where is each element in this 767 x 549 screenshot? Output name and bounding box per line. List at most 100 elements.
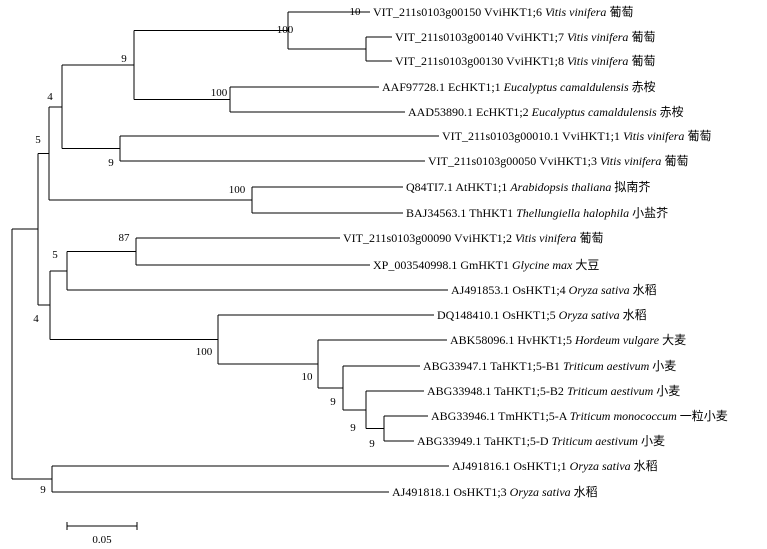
taxon-species: Eucalyptus camaldulensis: [503, 80, 629, 94]
bootstrap-b9: 87: [119, 232, 131, 244]
taxon-label-t5: AAD53890.1 EcHKT1;2 Eucalyptus camaldule…: [408, 104, 684, 119]
taxon-species: Triticum aestivum: [563, 359, 650, 373]
taxon-species: Vitis vinifera: [623, 129, 684, 143]
bootstrap-b5: 100: [211, 87, 228, 99]
taxon-accession: VIT_211s0103g00130 VviHKT1;8: [395, 54, 567, 68]
taxon-species: Thellungiella halophila: [516, 206, 629, 220]
bootstrap-b14: 9: [330, 396, 336, 408]
taxon-species: Oryza sativa: [510, 485, 571, 499]
taxon-label-t9: BAJ34563.1 ThHKT1 Thellungiella halophil…: [406, 206, 668, 220]
taxon-common-name: 一粒小麦: [677, 408, 728, 423]
taxon-common-name: 大豆: [572, 258, 599, 272]
taxon-accession: ABK58096.1 HvHKT1;5: [450, 333, 575, 347]
taxon-common-name: 葡萄: [576, 231, 603, 245]
taxon-accession: VIT_211s0103g00010.1 VviHKT1;1: [442, 129, 623, 143]
taxon-species: Triticum aestivum: [567, 384, 654, 398]
taxon-common-name: 葡萄: [606, 5, 633, 19]
bootstrap-b8: 100: [229, 184, 246, 196]
taxon-common-name: 水稻: [630, 283, 657, 297]
scale-bar: 0.05: [66, 522, 138, 546]
taxon-accession: ABG33946.1 TmHKT1;5-A: [431, 409, 570, 423]
taxon-species: Vitis vinifera: [545, 5, 606, 19]
taxon-accession: AAF97728.1 EcHKT1;1: [382, 80, 504, 94]
taxon-accession: VIT_211s0103g00090 VviHKT1;2: [343, 231, 515, 245]
bootstrap-b7: 5: [35, 134, 41, 146]
taxon-label-t13: DQ148410.1 OsHKT1;5 Oryza sativa 水稻: [437, 308, 647, 322]
taxon-species: Eucalyptus camaldulensis: [531, 105, 657, 119]
taxon-accession: VIT_211s0103g00150 VviHKT1;6: [373, 5, 545, 19]
taxon-species: Triticum monococcum: [570, 409, 677, 423]
taxon-label-t19: AJ491816.1 OsHKT1;1 Oryza sativa 水稻: [452, 459, 658, 473]
bootstrap-b11: 4: [33, 313, 39, 325]
taxon-species: Triticum aestivum: [552, 434, 639, 448]
taxon-label-t8: Q84TI7.1 AtHKT1;1 Arabidopsis thaliana 拟…: [406, 179, 650, 194]
taxon-common-name: 拟南芥: [611, 179, 650, 194]
taxon-label-t2: VIT_211s0103g00140 VviHKT1;7 Vitis vinif…: [395, 30, 655, 44]
taxon-label-t12: AJ491853.1 OsHKT1;4 Oryza sativa 水稻: [451, 283, 657, 297]
taxon-species: Arabidopsis thaliana: [509, 180, 611, 194]
taxon-common-name: 葡萄: [661, 154, 688, 168]
bootstrap-b6: 9: [108, 157, 114, 169]
taxon-label-t7: VIT_211s0103g00050 VviHKT1;3 Vitis vinif…: [428, 154, 688, 168]
taxon-accession: AJ491816.1 OsHKT1;1: [452, 459, 570, 473]
taxon-label-t18: ABG33949.1 TaHKT1;5-D Triticum aestivum …: [417, 434, 665, 448]
bootstrap-b2: 100: [277, 24, 294, 36]
taxon-species: Oryza sativa: [569, 283, 630, 297]
bootstrap-b3: 9: [121, 53, 127, 65]
taxon-species: Vitis vinifera: [567, 54, 628, 68]
taxon-label-t11: XP_003540998.1 GmHKT1 Glycine max 大豆: [373, 258, 599, 272]
taxon-common-name: 赤桉: [657, 104, 684, 119]
taxon-common-name: 小麦: [653, 384, 680, 398]
taxon-label-t16: ABG33948.1 TaHKT1;5-B2 Triticum aestivum…: [427, 384, 680, 398]
taxon-common-name: 葡萄: [628, 30, 655, 44]
taxon-accession: ABG33947.1 TaHKT1;5-B1: [423, 359, 563, 373]
bootstrap-b15: 9: [350, 422, 356, 434]
bootstrap-b10: 5: [52, 249, 58, 261]
taxon-species: Vitis vinifera: [567, 30, 628, 44]
taxon-accession: AAD53890.1 EcHKT1;2: [408, 105, 532, 119]
taxon-label-t1: VIT_211s0103g00150 VviHKT1;6 Vitis vinif…: [373, 5, 633, 19]
bootstrap-b16: 9: [369, 438, 375, 450]
taxon-species: Oryza sativa: [570, 459, 631, 473]
taxon-species: Vitis vinifera: [515, 231, 576, 245]
taxon-common-name: 葡萄: [684, 129, 711, 143]
taxon-accession: VIT_211s0103g00050 VviHKT1;3: [428, 154, 600, 168]
taxon-common-name: 葡萄: [628, 54, 655, 68]
bootstrap-b4: 4: [47, 91, 53, 103]
taxon-species: Glycine max: [512, 258, 573, 272]
taxon-species: Hordeum vulgare: [574, 333, 660, 347]
taxon-accession: XP_003540998.1 GmHKT1: [373, 258, 512, 272]
taxon-accession: DQ148410.1 OsHKT1;5: [437, 308, 559, 322]
bootstrap-b13: 10: [302, 371, 314, 383]
taxon-common-name: 水稻: [631, 459, 658, 473]
taxon-label-t6: VIT_211s0103g00010.1 VviHKT1;1 Vitis vin…: [442, 129, 711, 143]
bootstrap-b12: 100: [196, 346, 213, 358]
taxon-common-name: 水稻: [571, 485, 598, 499]
taxon-species: Oryza sativa: [559, 308, 620, 322]
taxon-accession: AJ491818.1 OsHKT1;3: [392, 485, 510, 499]
taxon-label-t10: VIT_211s0103g00090 VviHKT1;2 Vitis vinif…: [343, 231, 603, 245]
taxon-common-name: 小麦: [649, 359, 676, 373]
taxon-accession: VIT_211s0103g00140 VviHKT1;7: [395, 30, 567, 44]
scale-bar-label: 0.05: [92, 534, 112, 546]
tree-branches: [11, 11, 449, 493]
taxon-label-t4: AAF97728.1 EcHKT1;1 Eucalyptus camaldule…: [382, 79, 656, 94]
taxon-common-name: 小盐芥: [629, 206, 668, 220]
taxon-label-t3: VIT_211s0103g00130 VviHKT1;8 Vitis vinif…: [395, 54, 655, 68]
taxon-accession: ABG33948.1 TaHKT1;5-B2: [427, 384, 567, 398]
taxon-label-t17: ABG33946.1 TmHKT1;5-A Triticum monococcu…: [431, 408, 728, 423]
taxon-species: Vitis vinifera: [600, 154, 661, 168]
taxon-accession: AJ491853.1 OsHKT1;4: [451, 283, 569, 297]
taxon-common-name: 大麦: [659, 333, 686, 347]
taxon-labels: VIT_211s0103g00150 VviHKT1;6 Vitis vinif…: [343, 5, 728, 499]
bootstrap-root-group: 9: [40, 484, 46, 496]
taxon-common-name: 水稻: [620, 308, 647, 322]
taxon-common-name: 小麦: [638, 434, 665, 448]
taxon-label-t14: ABK58096.1 HvHKT1;5 Hordeum vulgare 大麦: [450, 333, 686, 347]
taxon-label-t15: ABG33947.1 TaHKT1;5-B1 Triticum aestivum…: [423, 359, 676, 373]
taxon-accession: Q84TI7.1 AtHKT1;1: [406, 180, 510, 194]
taxon-label-t20: AJ491818.1 OsHKT1;3 Oryza sativa 水稻: [392, 485, 598, 499]
taxon-accession: BAJ34563.1 ThHKT1: [406, 206, 516, 220]
